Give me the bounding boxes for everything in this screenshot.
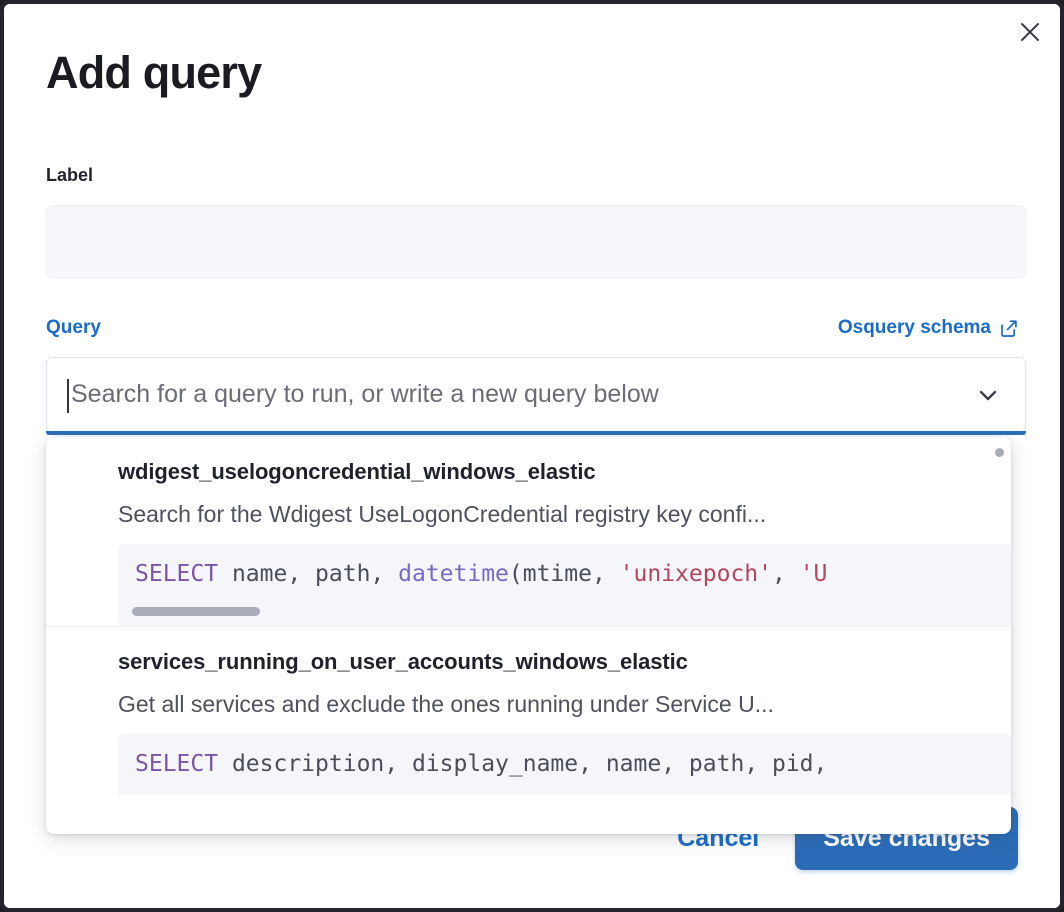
query-search-combobox[interactable]: Search for a query to run, or write a ne…: [46, 357, 1026, 433]
query-legend-link[interactable]: Query: [46, 317, 101, 338]
code-args: (mtime,: [508, 561, 620, 587]
label-field-label: Label: [46, 165, 94, 185]
code-columns: description, display_name, name, path, p…: [218, 751, 828, 777]
code-columns: name, path,: [218, 561, 399, 587]
query-suggestions-dropdown: wdigest_uselogoncredential_windows_elast…: [46, 437, 1011, 834]
dropdown-scrollbar-thumb[interactable]: [995, 448, 1004, 457]
suggestion-code-block: SELECT description, display_name, name, …: [118, 734, 1011, 794]
close-icon: [1017, 19, 1043, 45]
code-keyword: SELECT: [135, 751, 219, 777]
suggestion-code-text: SELECT description, display_name, name, …: [135, 750, 827, 779]
external-link-icon: [999, 318, 1018, 338]
text-caret: [67, 379, 69, 413]
add-query-modal: Add query Label Query Osquery schema Sea…: [4, 4, 1060, 908]
osquery-schema-link[interactable]: Osquery schema: [838, 317, 1018, 339]
combobox-focus-bar: [46, 431, 1026, 435]
osquery-schema-label: Osquery schema: [837, 317, 991, 338]
list-item[interactable]: wdigest_uselogoncredential_windows_elast…: [46, 437, 1011, 626]
code-string-2: 'U: [799, 561, 828, 587]
label-input[interactable]: [46, 205, 1026, 278]
suggestion-description: Search for the Wdigest UseLogonCredentia…: [118, 501, 767, 527]
suggestion-description: Get all services and exclude the ones ru…: [118, 691, 774, 717]
chevron-down-icon[interactable]: [973, 380, 1003, 410]
suggestion-title: services_running_on_user_accounts_window…: [118, 649, 688, 674]
suggestion-code-text: SELECT name, path, datetime(mtime, 'unix…: [135, 560, 827, 589]
list-item[interactable]: services_running_on_user_accounts_window…: [46, 626, 1011, 794]
code-horizontal-scrollbar[interactable]: [132, 607, 260, 616]
query-search-placeholder: Search for a query to run, or write a ne…: [71, 380, 659, 408]
code-string-1: 'unixepoch': [619, 561, 772, 587]
page-title: Add query: [46, 47, 262, 98]
suggestion-title: wdigest_uselogoncredential_windows_elast…: [118, 459, 596, 484]
code-keyword: SELECT: [135, 561, 219, 587]
code-comma: ,: [772, 561, 800, 587]
suggestion-code-block: SELECT name, path, datetime(mtime, 'unix…: [118, 544, 1011, 626]
close-button[interactable]: [1012, 14, 1048, 50]
code-function: datetime: [398, 561, 509, 587]
